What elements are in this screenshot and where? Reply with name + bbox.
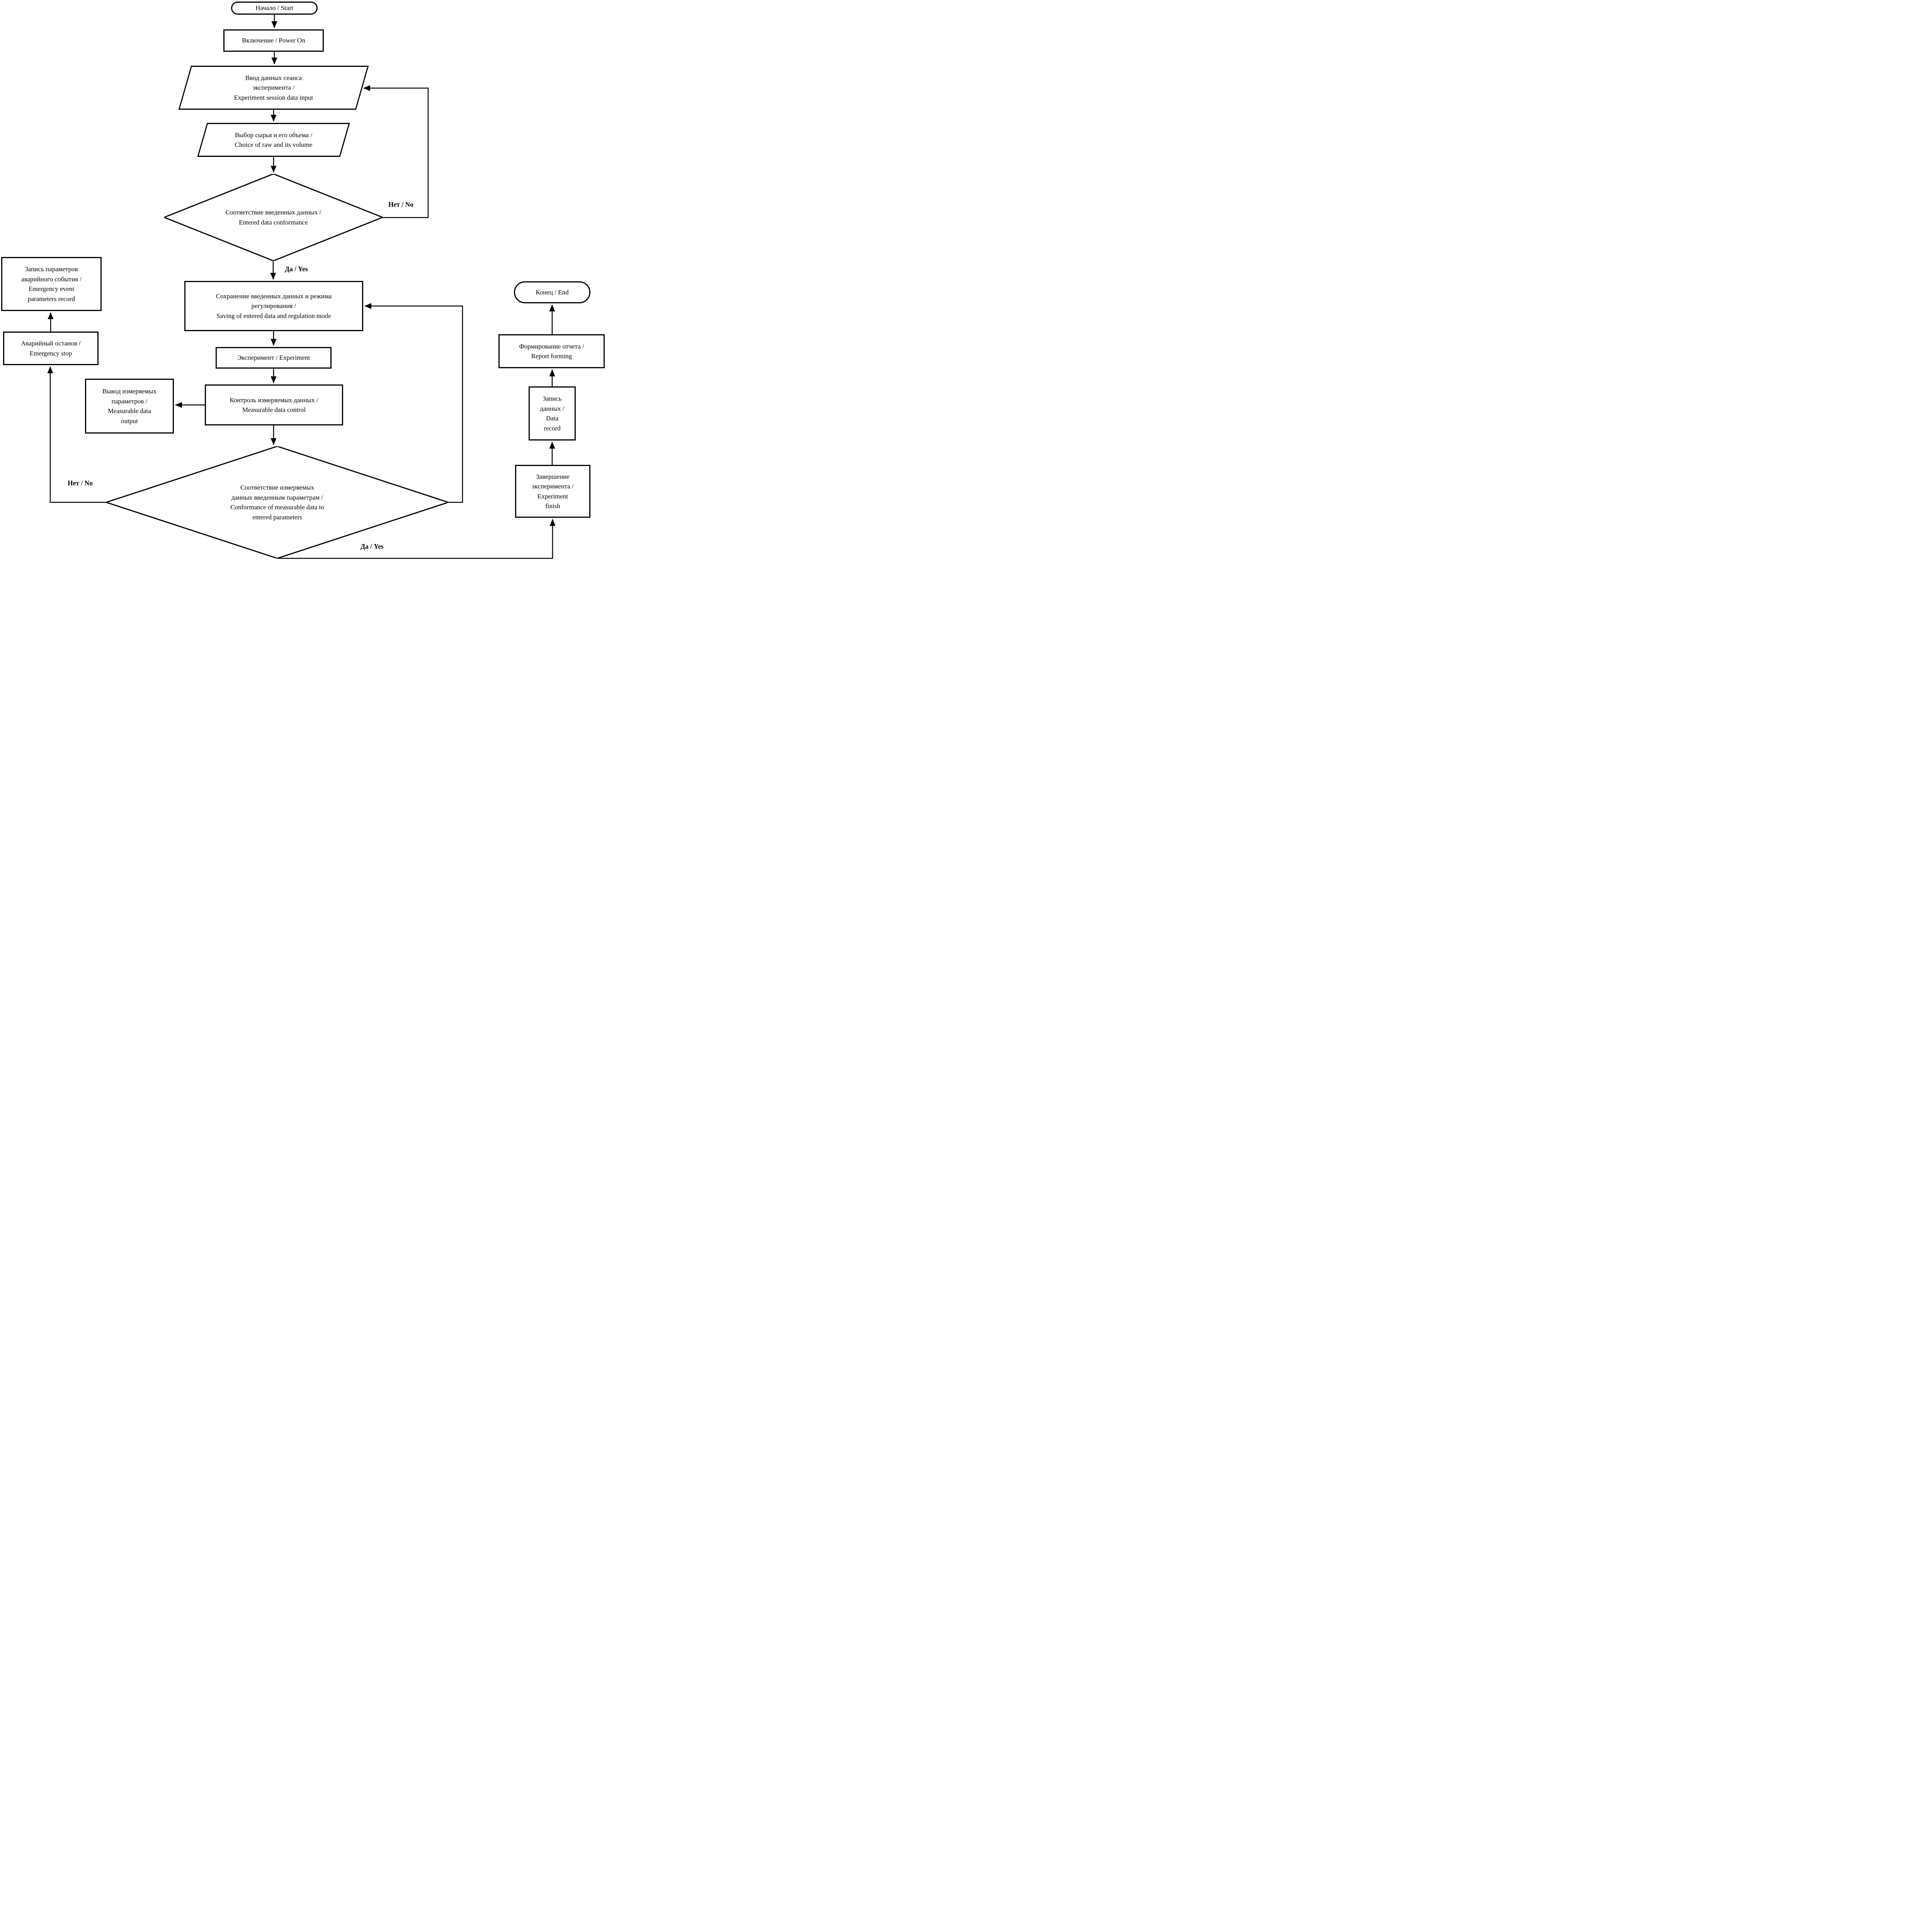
node-emergency-stop-label: Аварийный останов / Emergency stop xyxy=(21,340,81,357)
node-entered-data-conformance-label: Соответствие введенных данных / Entered … xyxy=(225,209,321,226)
node-measurable-data-control-label: Контроль измеряемых данных / Measurable … xyxy=(230,396,318,414)
node-power-on: Включение / Power On xyxy=(223,29,324,52)
node-experiment-finish-label: Завершение эксперимента / Experiment fin… xyxy=(532,473,574,510)
node-session-data-input-label: Ввод данных сеанса эксперимента / Experi… xyxy=(234,74,313,101)
node-report-forming-label: Формирование отчета / Report forming xyxy=(519,342,584,360)
edge-label-measured-no: Нет / No xyxy=(68,479,93,487)
node-raw-choice: Выбор сырья и его объема / Choice of raw… xyxy=(197,123,350,157)
node-saving-label: Сохранение введенных данных и режима рег… xyxy=(216,292,332,320)
node-start-label: Начало / Start xyxy=(255,4,293,12)
node-measured-data-conformance-label: Соответствие измеряемых данных введенным… xyxy=(230,484,324,521)
node-experiment-label: Эксперимент / Experiment xyxy=(237,354,310,362)
edge-label-entered-no: Нет / No xyxy=(388,201,413,208)
edge-label-measured-yes: Да / Yes xyxy=(361,543,384,550)
node-measurable-data-output: Вывод измеряемых параметров / Measurable… xyxy=(85,379,174,434)
edge-label-entered-yes: Да / Yes xyxy=(285,265,308,273)
node-start: Начало / Start xyxy=(231,2,318,15)
node-end: Конец / End xyxy=(514,281,590,303)
node-data-record-label: Запись данных / Data record xyxy=(540,395,565,432)
node-power-on-label: Включение / Power On xyxy=(242,37,305,44)
diamond-shape xyxy=(164,174,383,261)
flowchart-canvas: Начало / Start Включение / Power On Ввод… xyxy=(0,0,605,559)
node-saving: Сохранение введенных данных и режима рег… xyxy=(184,281,363,331)
node-emergency-record-label: Запись параметров аварийного события / E… xyxy=(21,265,82,303)
node-experiment-finish: Завершение эксперимента / Experiment fin… xyxy=(515,465,590,518)
node-measured-data-conformance: Соответствие измеряемых данных введенным… xyxy=(106,446,448,558)
node-end-label: Конец / End xyxy=(536,288,569,296)
node-emergency-record: Запись параметров аварийного события / E… xyxy=(1,257,102,311)
node-session-data-input: Ввод данных сеанса эксперимента / Experi… xyxy=(178,66,369,110)
node-report-forming: Формирование отчета / Report forming xyxy=(498,334,605,368)
node-experiment: Эксперимент / Experiment xyxy=(216,347,332,369)
node-entered-data-conformance: Соответствие введенных данных / Entered … xyxy=(164,174,383,261)
node-data-record: Запись данных / Data record xyxy=(529,386,576,440)
node-emergency-stop: Аварийный останов / Emergency stop xyxy=(3,332,99,365)
diamond-shape xyxy=(106,446,448,558)
node-raw-choice-label: Выбор сырья и его объема / Choice of raw… xyxy=(235,131,313,149)
node-measurable-data-control: Контроль измеряемых данных / Measurable … xyxy=(205,384,343,425)
node-measurable-data-output-label: Вывод измеряемых параметров / Measurable… xyxy=(102,388,156,425)
